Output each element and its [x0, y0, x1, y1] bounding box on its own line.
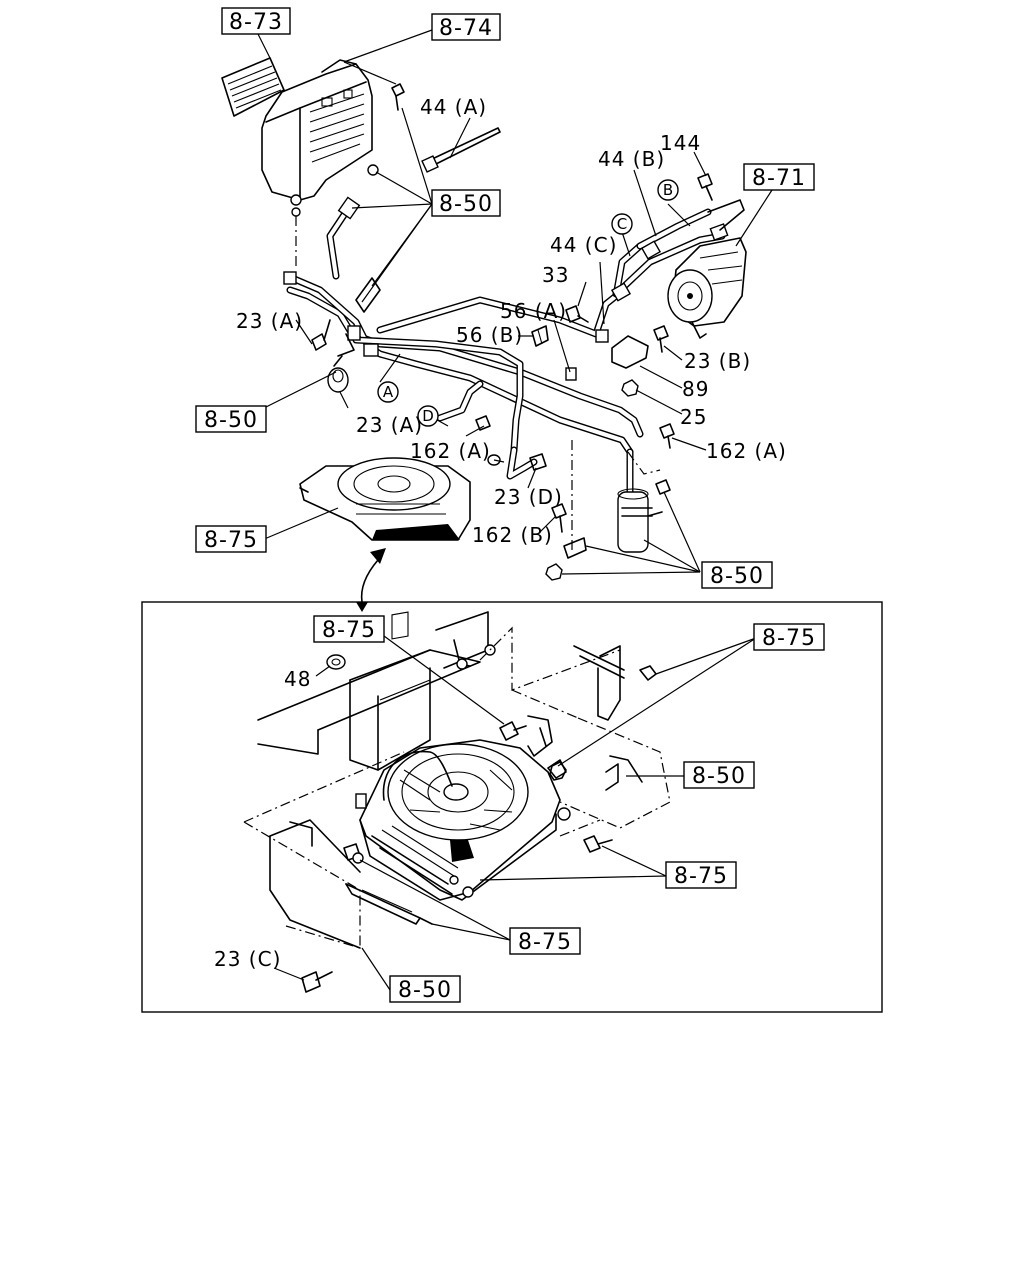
label-162a-right: 162 (A): [706, 439, 787, 463]
detail-arrow: [356, 548, 386, 612]
ref-8-75-detail-3-text: 8-75: [674, 864, 728, 889]
label-162a-left: 162 (A): [410, 439, 491, 463]
compressor: [667, 199, 747, 339]
label-56a: 56 (A): [500, 299, 567, 323]
bracket-89: [611, 335, 649, 369]
drain-hose: [326, 196, 361, 280]
ref-8-75-detail-3: 8-75: [665, 861, 737, 889]
chassis-frame: [257, 611, 625, 771]
circled-c: C: [611, 213, 633, 235]
label-23b: 23 (B): [684, 349, 751, 373]
receiver-drier: [571, 440, 663, 553]
label-44b: 44 (B): [598, 147, 665, 171]
bolt-23c: [301, 971, 333, 993]
ref-8-71-text: 8-71: [752, 166, 806, 191]
circled-c-text: C: [617, 215, 627, 233]
circled-b: B: [657, 179, 679, 201]
ref-8-75-upper: 8-75: [195, 525, 267, 553]
bolt-23d: [529, 453, 547, 471]
label-48: 48: [284, 667, 311, 691]
label-25: 25: [680, 405, 707, 429]
label-56b: 56 (B): [456, 323, 523, 347]
right-brackets: [549, 717, 671, 853]
condenser-fan-upper: [299, 457, 471, 541]
ref-8-75-upper-text: 8-75: [204, 528, 258, 553]
condenser-fan-detail: [355, 739, 571, 901]
label-144: 144: [660, 131, 701, 155]
ref-8-73: 8-73: [221, 7, 291, 35]
ref-8-75-detail-2: 8-75: [753, 623, 825, 651]
ref-8-71: 8-71: [743, 163, 815, 191]
ref-8-50-right-text: 8-50: [710, 564, 764, 589]
ref-8-75-detail-2-text: 8-75: [762, 626, 816, 651]
ref-8-50-left-text: 8-50: [204, 408, 258, 433]
ref-8-50-top-text: 8-50: [439, 192, 493, 217]
ref-8-50-detail-2-text: 8-50: [398, 978, 452, 1003]
label-plate: [221, 57, 285, 117]
label-44a: 44 (A): [420, 95, 487, 119]
label-23a-upper: 23 (A): [236, 309, 303, 333]
circled-d-text: D: [422, 407, 434, 425]
condenser-shroud: [243, 751, 433, 949]
circled-b-text: B: [663, 181, 673, 199]
ref-8-73-text: 8-73: [229, 10, 283, 35]
label-23d: 23 (D): [494, 485, 563, 509]
detail-leaders: [273, 635, 757, 991]
cable-tie-44a: [421, 127, 501, 173]
label-33: 33: [542, 263, 569, 287]
circled-a: A: [377, 381, 399, 403]
label-89: 89: [682, 377, 709, 401]
ref-8-75-detail-4-text: 8-75: [518, 930, 572, 955]
label-23a-lower: 23 (A): [356, 413, 423, 437]
label-44c: 44 (C): [550, 233, 617, 257]
bolt-162a-right: [659, 423, 675, 449]
ref-8-50-right: 8-50: [701, 561, 773, 589]
label-23c: 23 (C): [214, 947, 281, 971]
detail-frame: [141, 601, 883, 1013]
ref-8-50-detail-2: 8-50: [389, 975, 461, 1003]
screw-unit: [367, 83, 405, 176]
bolt-144: [697, 173, 713, 201]
drier-bracket: [545, 479, 671, 581]
evaporator-unit: [261, 59, 373, 270]
ref-8-75-detail-4: 8-75: [509, 927, 581, 955]
bolt-23a-upper: [311, 319, 331, 351]
nut-48: [326, 654, 346, 670]
circled-a-text: A: [383, 383, 394, 401]
nut-25: [621, 379, 639, 397]
bolt-detail-top: [499, 665, 657, 757]
upper-leaders: [257, 29, 773, 575]
pipe-bracket: [337, 277, 381, 357]
ref-8-75-detail-1: 8-75: [313, 615, 385, 643]
ref-8-50-detail-1-text: 8-50: [692, 764, 746, 789]
ref-8-74-text: 8-74: [439, 16, 493, 41]
ref-8-50-left: 8-50: [195, 405, 267, 433]
bolt-33: [565, 305, 589, 323]
ref-8-75-detail-1-text: 8-75: [322, 618, 376, 643]
label-162b: 162 (B): [472, 523, 553, 547]
clip-56b: [531, 325, 549, 347]
refrigerant-pipes: [283, 208, 729, 496]
bolt-23b: [653, 325, 669, 353]
circled-d: D: [417, 405, 439, 427]
ref-8-50-top: 8-50: [431, 189, 501, 217]
ref-8-50-detail-1: 8-50: [683, 761, 755, 789]
ref-8-74: 8-74: [431, 13, 501, 41]
bolt-162b: [551, 503, 567, 533]
